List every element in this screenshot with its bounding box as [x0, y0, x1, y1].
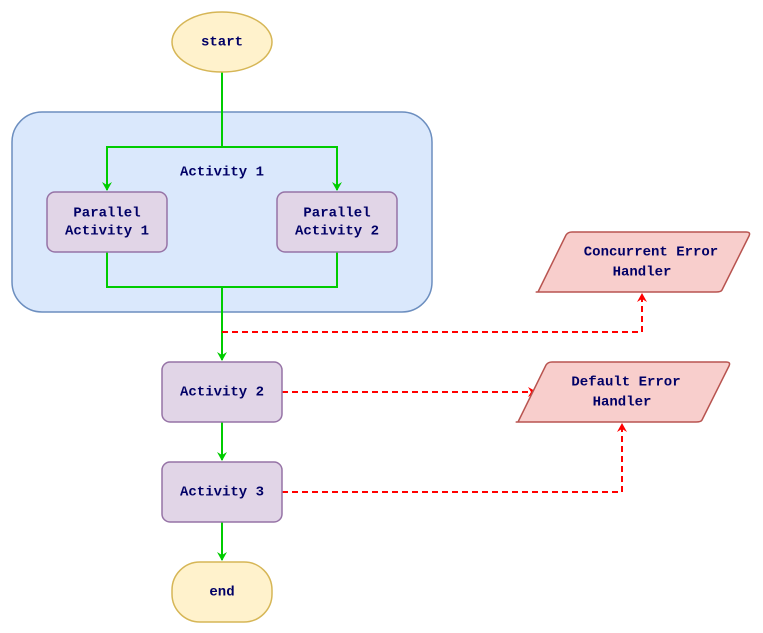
activity-3[interactable] [161, 461, 283, 523]
activity-3-label: Activity 3 [180, 485, 264, 501]
activity-2-label: Activity 2 [180, 385, 264, 401]
edge-error-concurrent [222, 293, 647, 333]
edge-fork-parallel2 [222, 146, 342, 191]
start-label: start [201, 35, 243, 51]
edge-fork-parallel1 [102, 146, 222, 191]
end-label: end [209, 585, 234, 601]
parallel-activity-1-line1: Parallel [73, 206, 140, 222]
default-error-handler[interactable] [515, 361, 731, 423]
concurrent-error-line1: Concurrent Error [584, 245, 718, 261]
concurrent-error-line2: Handler [613, 265, 672, 281]
activity-1-label: Activity 1 [180, 165, 264, 181]
default-error-line2: Handler [593, 395, 652, 411]
end-node[interactable] [171, 561, 273, 623]
parallel-activity-2-line1: Parallel [303, 206, 370, 222]
parallel-activity-2[interactable] [276, 191, 398, 253]
parallel-activity-1[interactable] [46, 191, 168, 253]
parallel-activity-1-line2: Activity 1 [65, 224, 149, 240]
activity-2[interactable] [161, 361, 283, 423]
default-error-line1: Default Error [571, 375, 680, 391]
concurrent-error-handler[interactable] [535, 231, 751, 293]
parallel-activity-2-line2: Activity 2 [295, 224, 379, 240]
start-node[interactable] [171, 11, 273, 73]
edge-activity3-default-error [282, 423, 627, 493]
